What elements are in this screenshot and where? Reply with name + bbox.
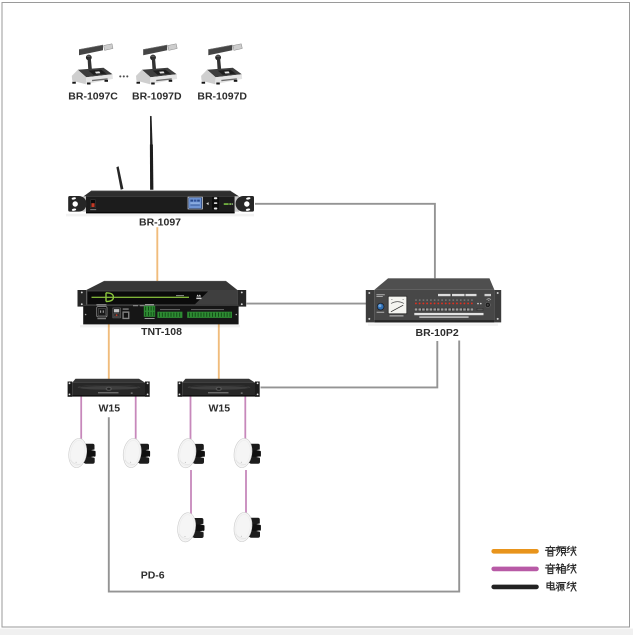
svg-text:BR-1097: BR-1097 [139,216,181,228]
svg-text:TNT-108: TNT-108 [141,326,182,338]
svg-text:BR-1097D: BR-1097D [132,91,182,103]
svg-text:BR-1097C: BR-1097C [68,91,118,103]
svg-text:BR-1097D: BR-1097D [197,91,247,103]
svg-text:W15: W15 [99,402,121,414]
svg-text:BR-10P2: BR-10P2 [416,327,459,339]
svg-text:W15: W15 [209,402,231,414]
svg-text:PD-6: PD-6 [141,569,165,581]
